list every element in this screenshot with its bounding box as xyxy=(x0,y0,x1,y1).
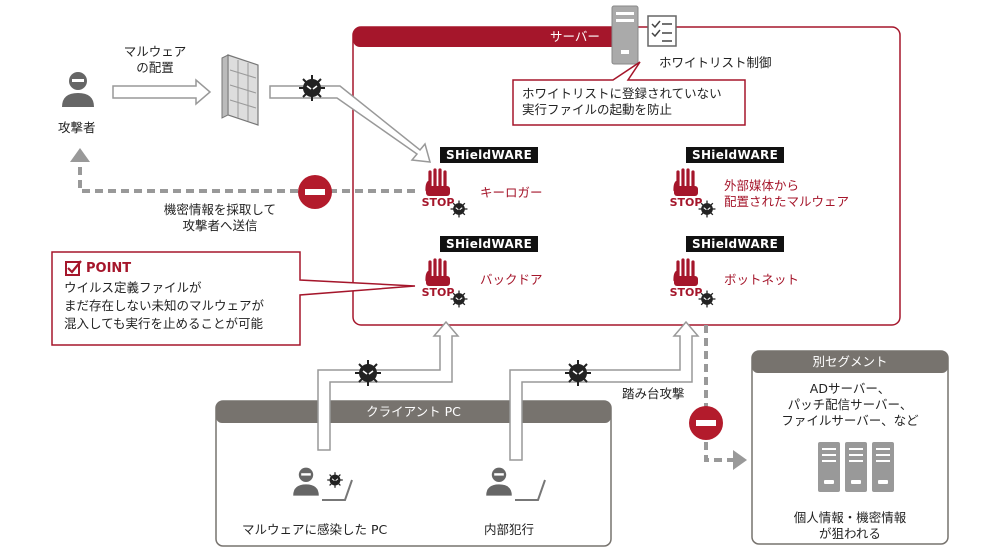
lateral-arrowhead xyxy=(733,450,747,470)
point-title: POINT xyxy=(86,261,132,276)
callout-line2: 実行ファイルの起動を防止 xyxy=(522,102,673,117)
product-badge: SHieldWARE xyxy=(686,236,785,252)
server-rack-icon xyxy=(845,442,867,492)
whitelist-label: ホワイトリスト制御 xyxy=(659,55,772,70)
server-title-bar xyxy=(353,27,621,47)
segment-target-line1: 個人情報・機密情報 xyxy=(793,510,907,525)
product-badge: SHieldWARE xyxy=(440,147,539,163)
point-callout xyxy=(51,251,416,346)
callout-line1: ホワイトリストに登録されていない xyxy=(522,86,722,101)
insider-label: 内部犯行 xyxy=(484,522,535,537)
lateral-path xyxy=(704,325,735,462)
deploy-arrow xyxy=(112,78,212,106)
checkbox-icon xyxy=(65,260,82,276)
segment-line1: ADサーバー、 xyxy=(809,381,891,396)
segment-title-bar xyxy=(752,351,948,373)
intrusion-arrow xyxy=(269,85,432,163)
server-rack-icon xyxy=(872,442,894,492)
infected-pc-arrow xyxy=(317,320,460,451)
exfil-label-line1: 機密情報を採取して xyxy=(163,202,277,217)
whitelist-server-icon xyxy=(611,5,639,65)
checklist-icon xyxy=(647,15,677,47)
segment-title: 別セグメント xyxy=(812,354,888,369)
stepping-stone-arrow xyxy=(509,320,700,461)
exfil-arrowhead xyxy=(70,148,90,162)
block-icon xyxy=(689,406,723,440)
product-badge: SHieldWARE xyxy=(686,147,785,163)
point-line3: 混入しても実行を止めることが可能 xyxy=(64,316,264,331)
attacker-icon xyxy=(62,72,94,107)
stepping-stone-label: 踏み台攻撃 xyxy=(622,386,685,401)
threat-backdoor: バックドア xyxy=(480,272,543,287)
firewall-icon xyxy=(221,54,259,126)
deploy-label-line2: の配置 xyxy=(136,60,174,75)
threat-keylogger: キーロガー xyxy=(480,185,543,200)
segment-line2: パッチ配信サーバー、 xyxy=(787,397,913,412)
segment-target-line2: が狙われる xyxy=(819,526,881,541)
point-line2: まだ存在しない未知のマルウェアが xyxy=(64,298,265,313)
attacker-label: 攻撃者 xyxy=(58,120,96,135)
server-rack-icon xyxy=(818,442,840,492)
threat-external-media-line2: 配置されたマルウェア xyxy=(724,194,850,209)
point-line1: ウイルス定義ファイルが xyxy=(64,280,202,295)
server-title: サーバー xyxy=(550,29,600,44)
whitelist-callout xyxy=(512,61,746,126)
infected-pc-label: マルウェアに感染した PC xyxy=(242,522,388,537)
threat-botnet: ボットネット xyxy=(724,272,800,287)
segment-line3: ファイルサーバー、など xyxy=(781,413,919,428)
client-title: クライアント PC xyxy=(366,404,461,419)
deploy-label-line1: マルウェア xyxy=(123,44,187,59)
product-badge: SHieldWARE xyxy=(440,236,539,252)
block-icon xyxy=(298,175,332,209)
exfil-label-line2: 攻撃者へ送信 xyxy=(182,218,258,233)
threat-external-media-line1: 外部媒体から xyxy=(724,178,800,193)
